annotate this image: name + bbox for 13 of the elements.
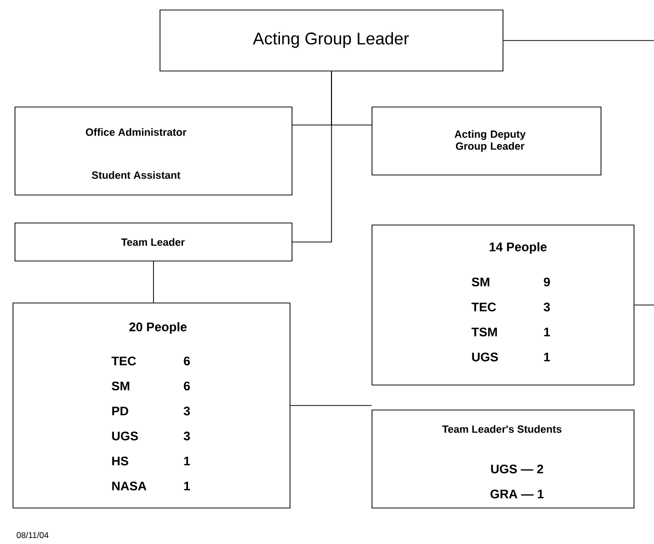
org-box: Acting Deputy Group Leader: [372, 106, 602, 176]
date-label: 08/11/04: [16, 532, 48, 538]
connector-line: [292, 71, 332, 242]
connector-line: [153, 260, 154, 304]
org-box: Team Leader's Students UGS — 2 GRA — 1: [372, 410, 634, 508]
org-box: 14 People SM 9 TEC 3 TSM 1 UGS 1: [372, 224, 634, 386]
org-box: 20 People TEC 6 SM 6 PD 3 UGS 3 HS 1 NASA 1: [12, 302, 290, 508]
connector-line: [290, 405, 372, 406]
connector-line: [634, 304, 654, 306]
org-box: Office Administrator Student Assistant: [14, 106, 292, 196]
org-box: Acting Group Leader: [160, 10, 504, 72]
connector-line: [503, 40, 654, 41]
org-box: Team Leader: [14, 222, 292, 262]
